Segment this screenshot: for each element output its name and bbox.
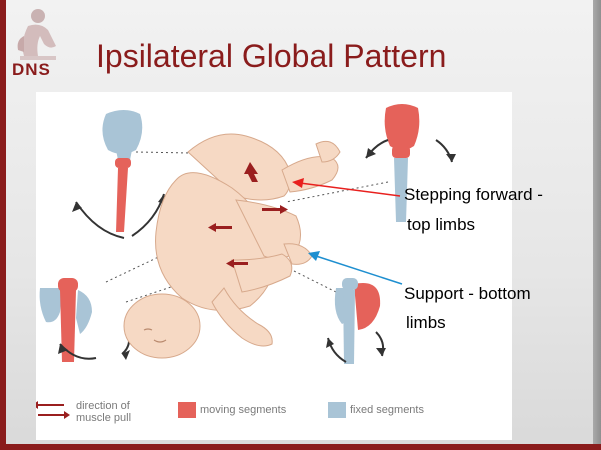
joint-top-right bbox=[384, 104, 420, 222]
top-callout-arrow bbox=[292, 178, 401, 197]
legend bbox=[32, 401, 346, 419]
legend-fixed-swatch bbox=[328, 402, 346, 418]
dns-logo-figure-icon bbox=[17, 9, 56, 60]
bottom-callout-arrow bbox=[308, 251, 403, 285]
legend-fixed-label: fixed segments bbox=[350, 404, 424, 416]
right-border bbox=[593, 0, 601, 450]
muscle-pull-arrows bbox=[208, 162, 288, 268]
callout-top-line1: Stepping forward - bbox=[404, 185, 543, 204]
callout-bottom-line2: limbs bbox=[406, 313, 446, 332]
joint-bottom-right bbox=[334, 278, 381, 364]
infant-figure bbox=[123, 133, 341, 359]
infant-pattern-diagram bbox=[32, 104, 456, 419]
callout-bottom-line1: Support - bottom bbox=[404, 284, 531, 303]
legend-arrow-label-line2: muscle pull bbox=[76, 412, 132, 424]
joint-top-left bbox=[102, 110, 143, 232]
legend-arrow-label-line1: direction of bbox=[76, 400, 130, 412]
left-border bbox=[0, 0, 6, 450]
joint-bottom-left bbox=[39, 278, 92, 362]
slide-title: Ipsilateral Global Pattern bbox=[96, 38, 447, 74]
bottom-border bbox=[0, 444, 601, 450]
illustration-panel: direction of muscle pull moving segments… bbox=[32, 92, 512, 440]
legend-moving-swatch bbox=[178, 402, 196, 418]
callout-top-line2: top limbs bbox=[407, 215, 476, 234]
legend-moving-label: moving segments bbox=[200, 404, 287, 416]
logo-text: DNS bbox=[12, 60, 51, 79]
